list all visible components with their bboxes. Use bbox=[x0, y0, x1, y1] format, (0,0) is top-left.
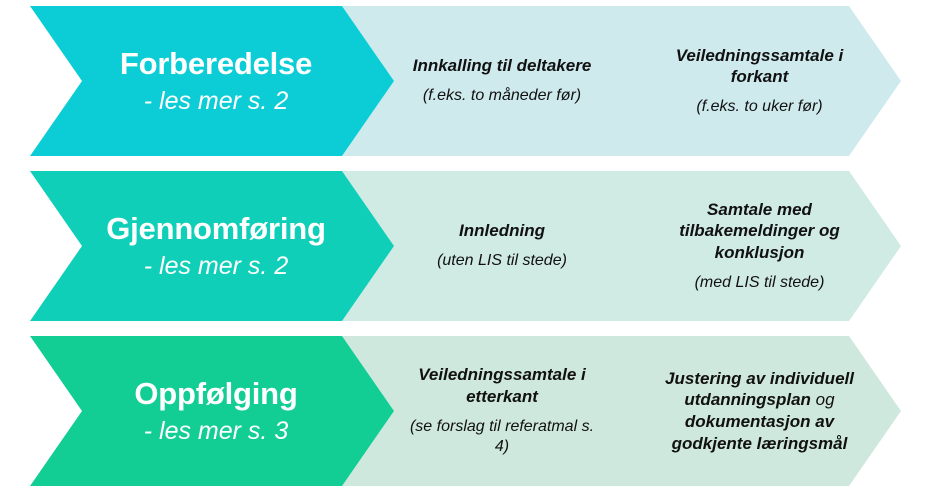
step-title: Veiledningssamtale i etterkant bbox=[418, 365, 586, 407]
phase-page-reference: - les mer s. 2 bbox=[143, 87, 289, 116]
phase-chevron-forberedelse[interactable]: Forberedelse - les mer s. 2 bbox=[30, 6, 394, 156]
step-chevron-forberedelse-1[interactable]: Innkalling til deltakere (f.eks. to måned… bbox=[342, 6, 654, 156]
step-note: (uten LIS til stede) bbox=[437, 252, 567, 270]
step-chevron-oppfolging-2[interactable]: Justering av individuell utdanningsplan … bbox=[600, 336, 901, 486]
step-chevron-gjennomforing-1[interactable]: Innledning (uten LIS til stede) bbox=[342, 171, 654, 321]
process-row-forberedelse: Forberedelse - les mer s. 2 Innkalling til… bbox=[0, 6, 927, 156]
phase-title: Gjennomføring bbox=[106, 210, 326, 246]
phase-chevron-gjennomforing[interactable]: Gjennomføring - les mer s. 2 bbox=[30, 171, 394, 321]
process-row-gjennomforing: Gjennomføring - les mer s. 2 Innledning (ut… bbox=[0, 171, 927, 321]
phase-title: Forberedelse bbox=[119, 45, 313, 81]
step-note: (se forslag til referatmal s. 4) bbox=[409, 417, 595, 456]
process-row-oppfolging: Oppfølging - les mer s. 3 Veiledningssamta… bbox=[0, 336, 927, 486]
phase-chevron-oppfolging[interactable]: Oppfølging - les mer s. 3 bbox=[30, 336, 394, 486]
phase-page-reference: - les mer s. 3 bbox=[143, 417, 289, 446]
step-chevron-forberedelse-2[interactable]: Veiledningssamtale i forkant (f.eks. to u… bbox=[600, 6, 901, 156]
step-title-part: og bbox=[815, 390, 835, 410]
step-title: Justering av individuell utdanningsplan … bbox=[662, 368, 857, 455]
step-note: (f.eks. to måneder før) bbox=[422, 87, 582, 105]
step-title: Innkalling til deltakere bbox=[412, 56, 592, 76]
step-title: Samtale med tilbakemeldinger og konklusj… bbox=[679, 199, 840, 263]
step-title-part: dokumentasjon av godkjente læringsmål bbox=[671, 412, 848, 453]
phase-title: Oppfølging bbox=[134, 375, 298, 411]
step-note: (med LIS til stede) bbox=[694, 273, 825, 291]
phase-page-reference: - les mer s. 2 bbox=[143, 252, 289, 281]
step-note: (f.eks. to uker før) bbox=[696, 98, 823, 116]
step-title: Veiledningssamtale i forkant bbox=[675, 45, 844, 87]
step-chevron-oppfolging-1[interactable]: Veiledningssamtale i etterkant (se forsla… bbox=[342, 336, 654, 486]
step-title: Innledning bbox=[459, 221, 545, 241]
step-title-part: Justering av individuell utdanningsplan bbox=[665, 368, 854, 410]
